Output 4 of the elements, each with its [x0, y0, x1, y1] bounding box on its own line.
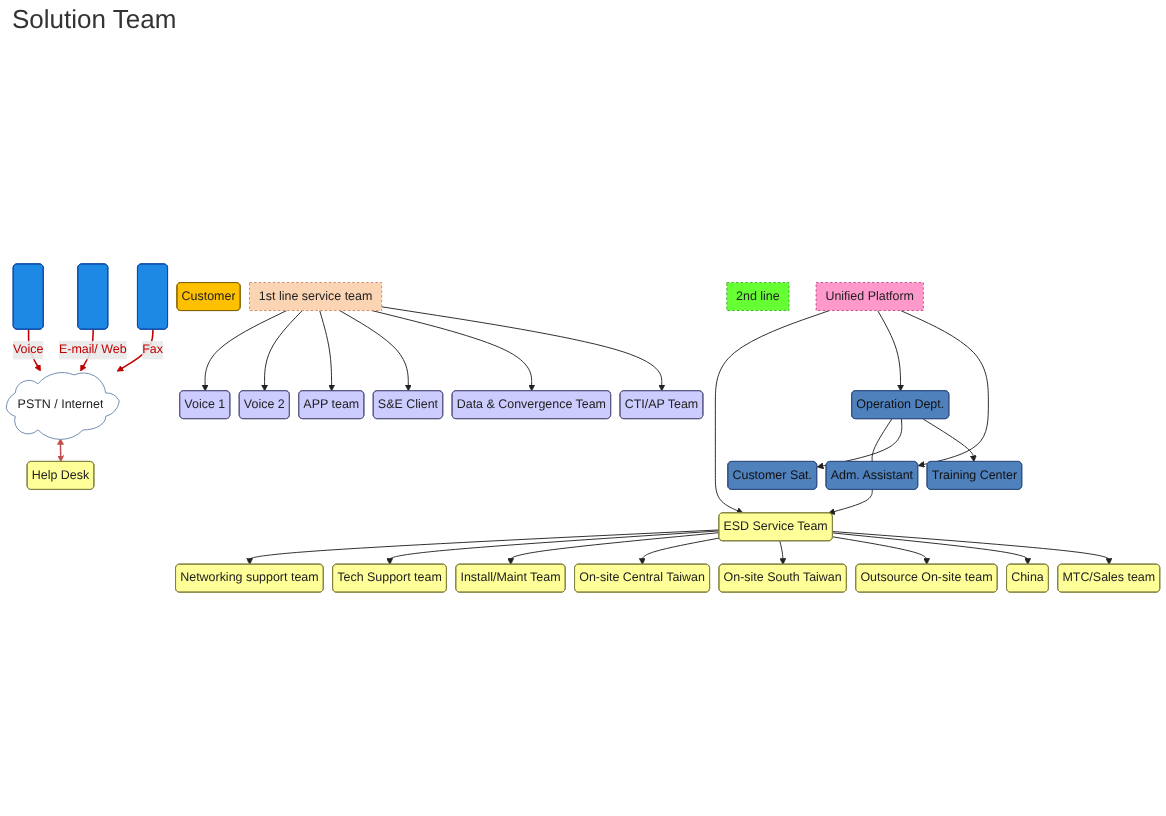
team-label: Solution Team [12, 4, 177, 34]
arrow [116, 328, 154, 372]
arrow [57, 438, 65, 463]
connector [871, 418, 893, 463]
